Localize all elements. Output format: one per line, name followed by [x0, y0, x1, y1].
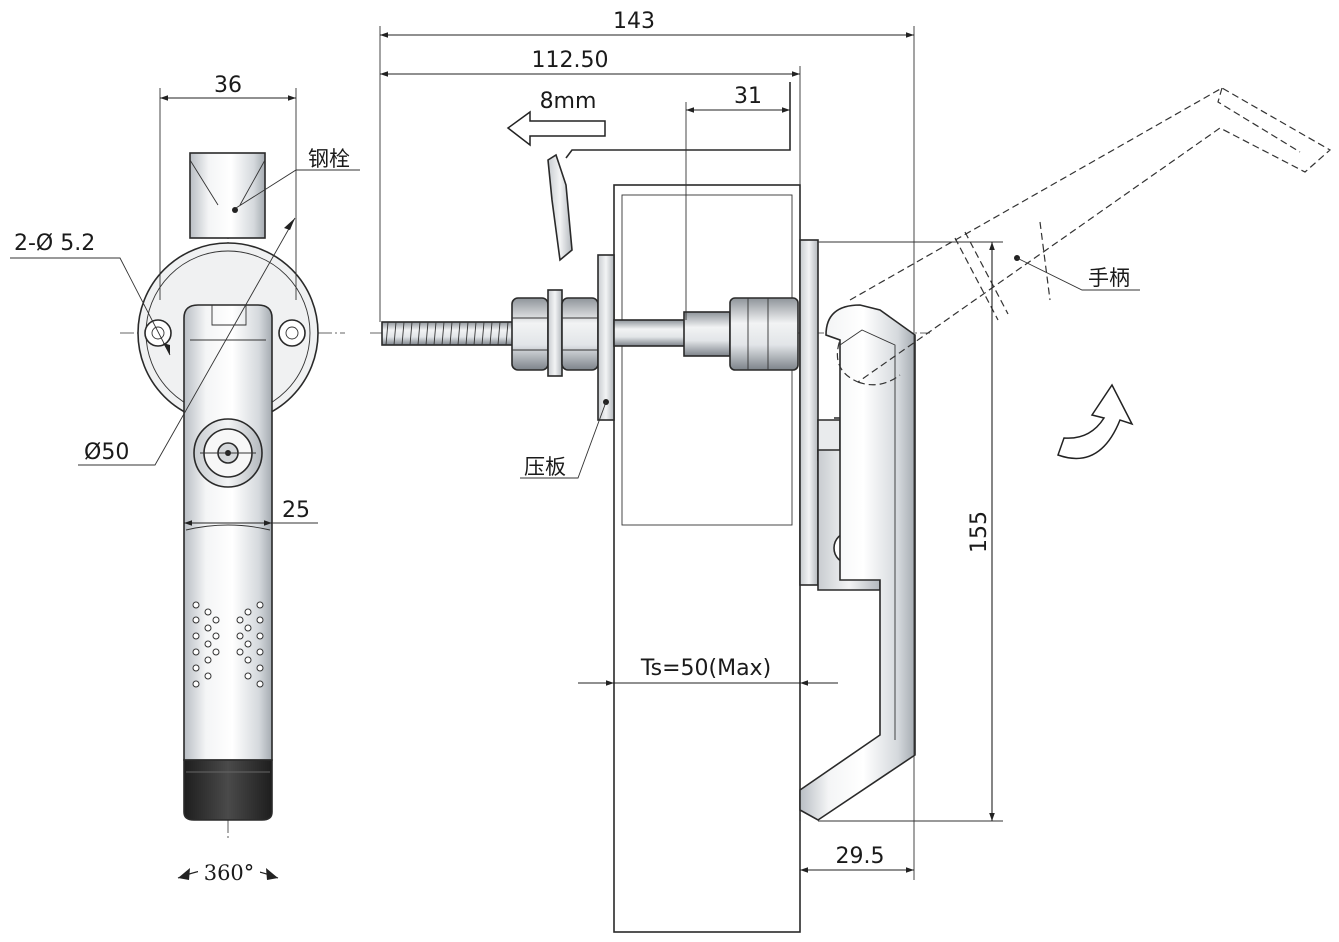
- dim-bolt-112: 112.50: [380, 48, 801, 185]
- threaded-stud: [381, 321, 523, 346]
- diameter-label: Ø50: [84, 440, 129, 465]
- dim-overall-143: 143: [379, 9, 915, 880]
- hex-nuts: [511, 289, 599, 377]
- dim-handle-depth: 29.5: [799, 821, 914, 880]
- travel-label: 8mm: [540, 89, 597, 114]
- mounting-hole-left: [144, 319, 172, 347]
- hole-callout: 2-Ø 5.2: [10, 231, 171, 356]
- lock-body: [683, 239, 819, 586]
- dim-112-label: 112.50: [532, 48, 609, 73]
- thickness-label: Ts=50(Max): [640, 656, 771, 681]
- clamp-plate-label: 压板: [524, 455, 566, 479]
- shaft: [613, 319, 695, 347]
- dim-29-5-label: 29.5: [836, 844, 885, 869]
- travel-indicator: 8mm: [506, 89, 606, 147]
- dim-offset-31: 31: [685, 84, 790, 320]
- bolt-top: [189, 152, 266, 239]
- diameter-callout: Ø50: [78, 217, 296, 466]
- dim-handle-25: 25: [184, 498, 318, 526]
- hole-spec-label: 2-Ø 5.2: [14, 231, 95, 256]
- dim-height-155: 155: [818, 241, 1003, 822]
- dim-36-label: 36: [214, 73, 242, 98]
- grip-dots: [192, 601, 264, 688]
- mounting-hole-right: [278, 319, 306, 347]
- left-arrow-icon: [506, 110, 606, 147]
- rubber-tip: [183, 759, 273, 821]
- rotation-label: 360°: [204, 861, 255, 885]
- rotation-indicator: 360°: [177, 858, 279, 885]
- side-handle: [799, 304, 916, 821]
- clamp-callout: 压板: [520, 399, 609, 479]
- front-view: 36 钢栓 2-Ø 5.2 Ø50 25: [10, 73, 360, 885]
- door-panel: [613, 184, 801, 933]
- handle-callout: 手柄: [1014, 255, 1140, 291]
- curved-rotate-arrow-icon: [1057, 383, 1134, 460]
- dim-31-label: 31: [734, 84, 762, 109]
- dim-width-36: 36: [159, 73, 297, 300]
- bolt-label: 钢栓: [308, 147, 350, 171]
- bolt-callout: 钢栓: [235, 147, 360, 209]
- dim-thickness: Ts=50(Max): [578, 656, 838, 686]
- side-view: 8mm 143 112.50 31 155: [370, 9, 1332, 933]
- dim-143-label: 143: [613, 9, 655, 34]
- dim-25-label: 25: [282, 498, 310, 523]
- dim-155-label: 155: [967, 511, 992, 553]
- handle-label: 手柄: [1088, 266, 1130, 290]
- front-handle: [183, 304, 273, 821]
